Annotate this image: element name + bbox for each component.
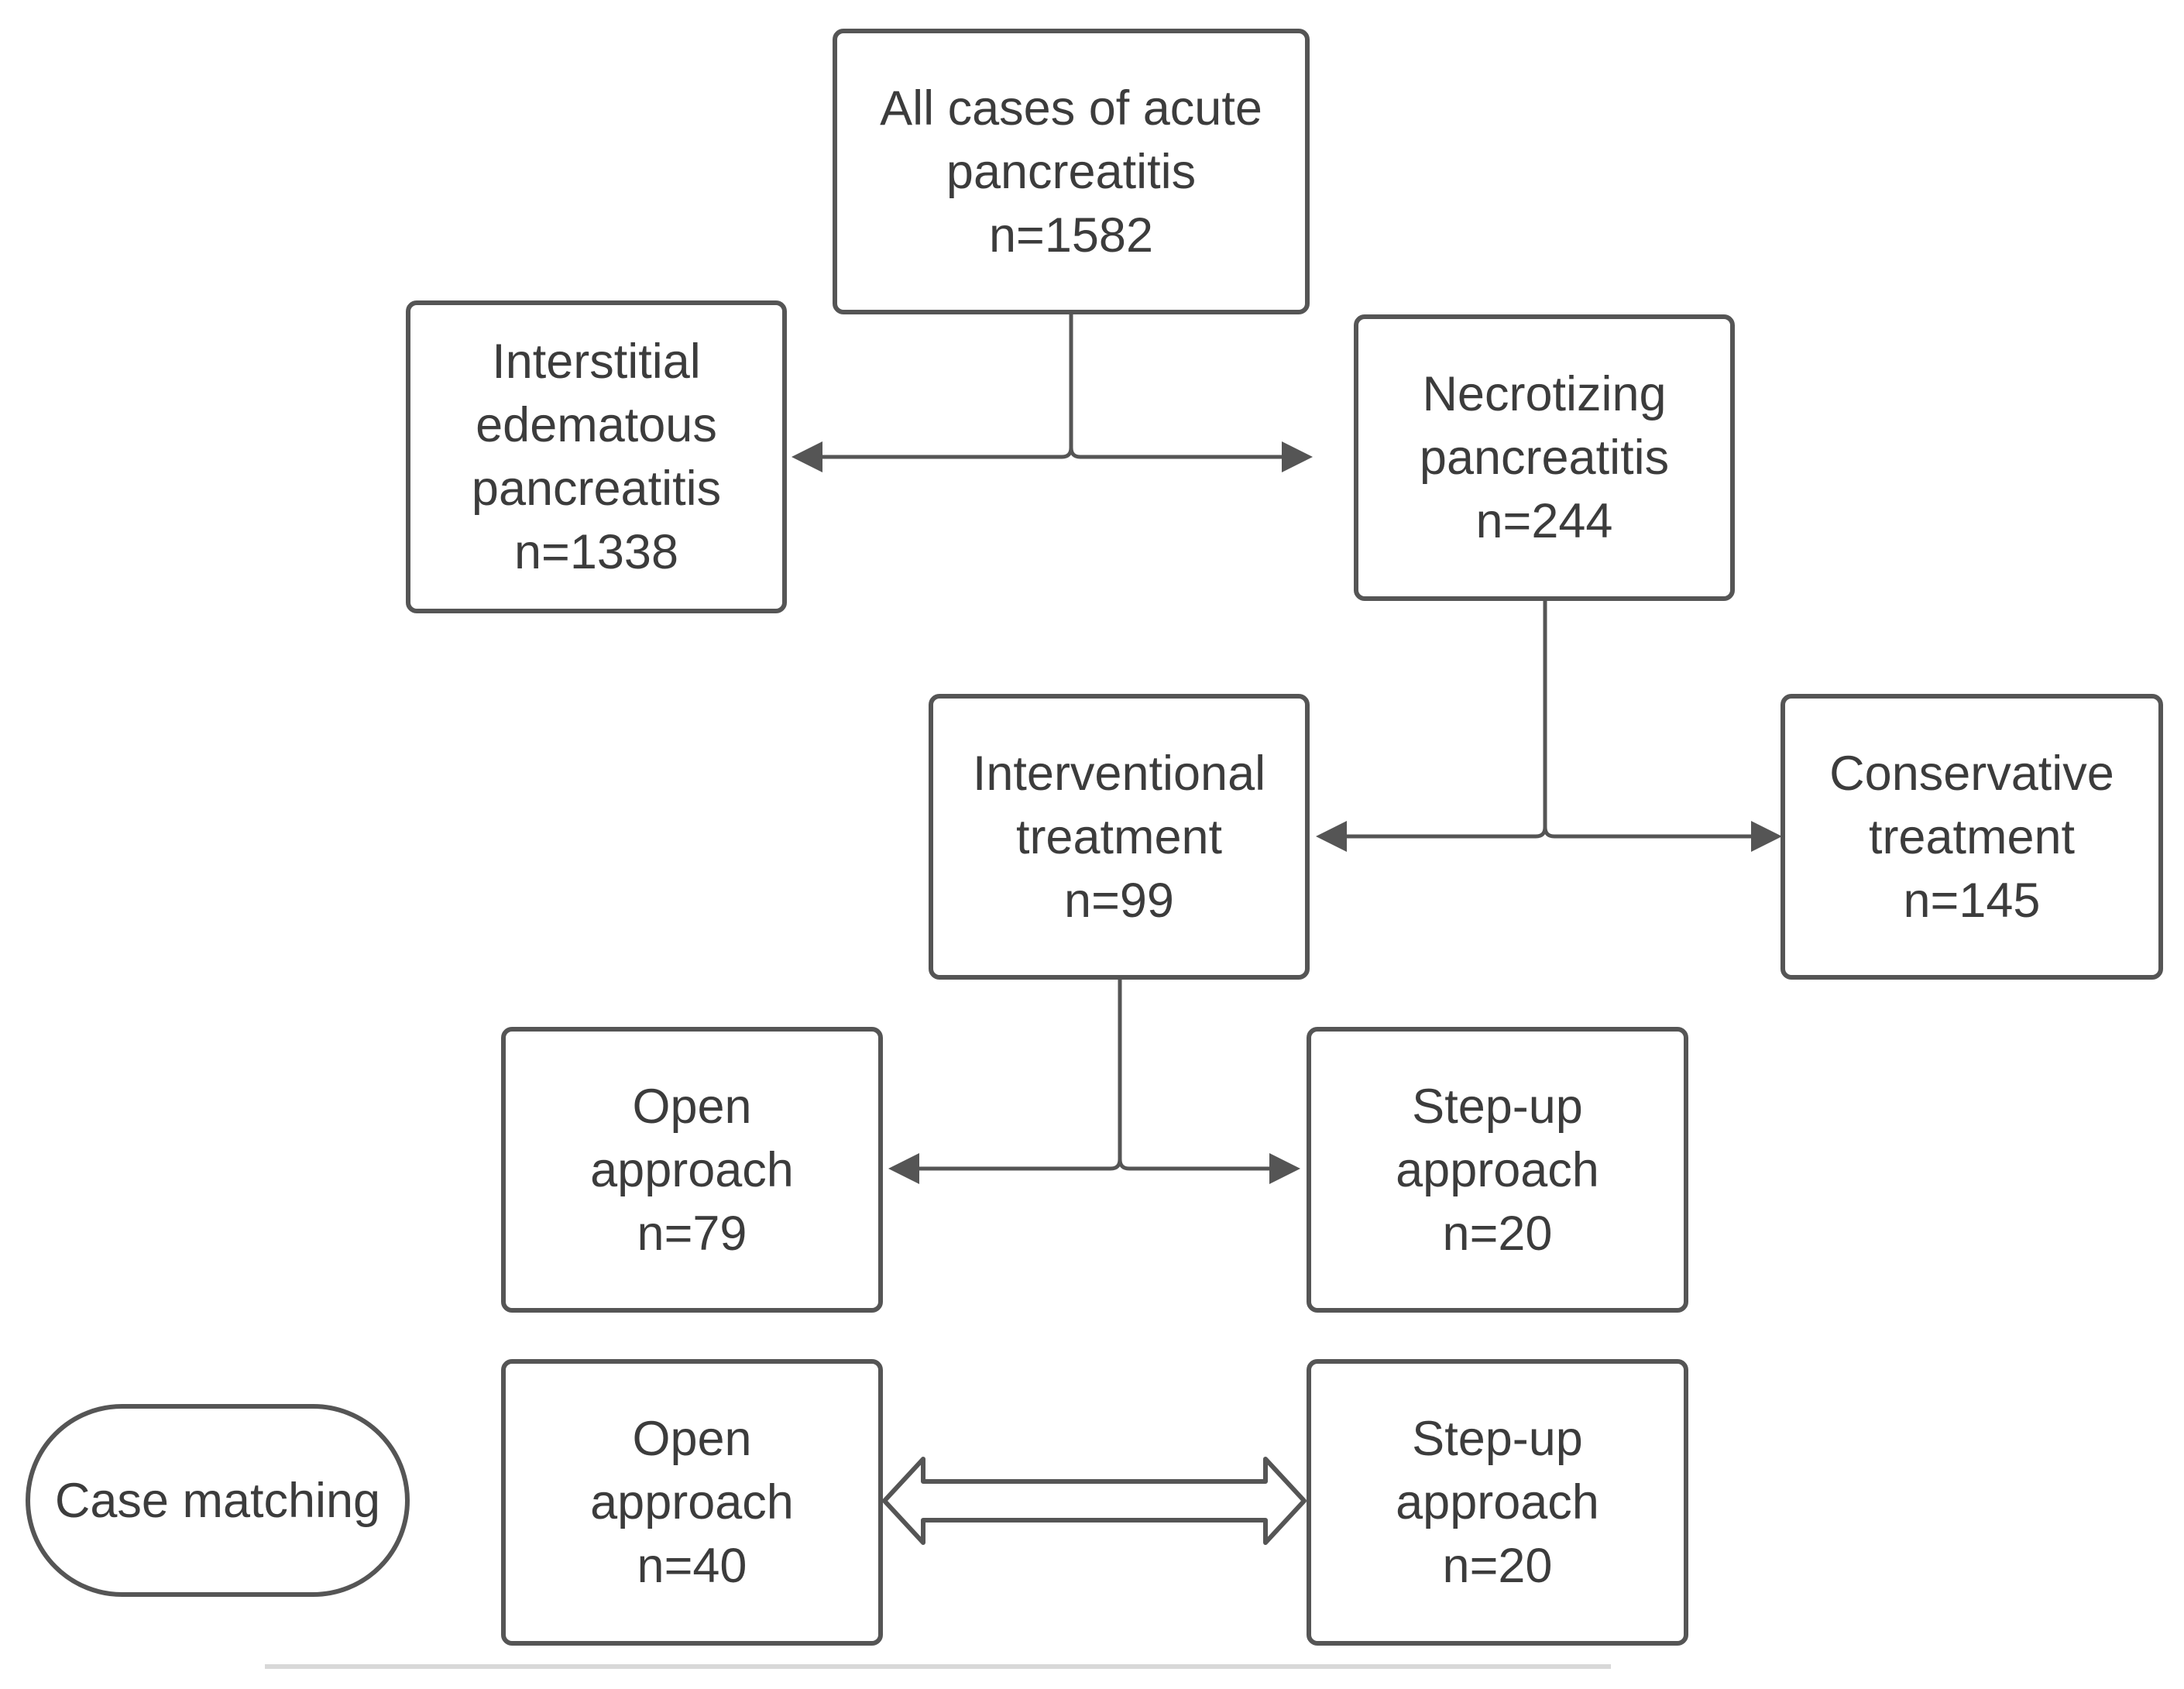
connector-all-cases-left (792, 441, 1073, 472)
node-open-approach-matched: Open approach n=40 (501, 1359, 883, 1646)
node-necrotizing-line2: pancreatitis (1419, 431, 1670, 485)
connector-necrotizing-stem (1543, 601, 1782, 852)
node-necrotizing-line1: Necrotizing (1422, 367, 1667, 421)
node-stepup-approach-all-line1: Step-up (1412, 1079, 1583, 1134)
node-necrotizing-count: n=244 (1475, 494, 1613, 548)
node-open-approach-matched-count: n=40 (637, 1539, 747, 1593)
node-interstitial-count: n=1338 (514, 525, 678, 579)
connector-necrotizing-left (1316, 821, 1547, 852)
node-interstitial-line3: pancreatitis (471, 462, 722, 516)
node-interventional-count: n=99 (1064, 873, 1174, 928)
node-open-approach-matched-line2: approach (590, 1475, 794, 1529)
node-conservative-count: n=145 (1903, 873, 2041, 928)
node-all-cases-line1: All cases of acute (880, 81, 1262, 136)
node-interstitial-line2: edematous (476, 398, 717, 452)
node-conservative-line1: Conservative (1829, 746, 2114, 801)
bottom-divider (265, 1664, 1611, 1669)
node-stepup-approach-all-line2: approach (1396, 1142, 1599, 1197)
node-all-cases-line2: pancreatitis (946, 144, 1197, 199)
case-matching-double-arrow (882, 1457, 1307, 1545)
node-open-approach-all-line1: Open (632, 1079, 752, 1134)
node-interventional-line1: Interventional (972, 746, 1266, 801)
node-interstitial: Interstitial edematous pancreatitis n=13… (406, 300, 787, 613)
node-open-approach-all-line2: approach (590, 1142, 794, 1197)
node-interstitial-line1: Interstitial (492, 335, 701, 389)
connector-all-cases-stem (1069, 314, 1313, 472)
node-all-cases: All cases of acute pancreatitis n=1582 (833, 29, 1310, 314)
node-open-approach-all: Open approach n=79 (501, 1027, 883, 1313)
node-conservative-line2: treatment (1868, 809, 2076, 864)
node-open-approach-all-count: n=79 (637, 1206, 747, 1261)
node-conservative: Conservative treatment n=145 (1781, 694, 2163, 980)
node-open-approach-matched-line1: Open (632, 1412, 752, 1466)
connector-interventional-left (888, 1153, 1122, 1184)
node-stepup-approach-all: Step-up approach n=20 (1307, 1027, 1688, 1313)
case-matching-label: Case matching (26, 1404, 410, 1597)
node-stepup-approach-all-count: n=20 (1442, 1206, 1553, 1261)
node-interventional: Interventional treatment n=99 (929, 694, 1310, 980)
connector-interventional-stem (1118, 980, 1300, 1184)
node-stepup-approach-matched-line1: Step-up (1412, 1412, 1583, 1466)
node-stepup-approach-matched-line2: approach (1396, 1475, 1599, 1529)
node-necrotizing: Necrotizing pancreatitis n=244 (1354, 314, 1735, 601)
node-all-cases-count: n=1582 (989, 208, 1153, 263)
node-stepup-approach-matched-count: n=20 (1442, 1539, 1553, 1593)
node-interventional-line2: treatment (1015, 809, 1223, 864)
node-stepup-approach-matched: Step-up approach n=20 (1307, 1359, 1688, 1646)
